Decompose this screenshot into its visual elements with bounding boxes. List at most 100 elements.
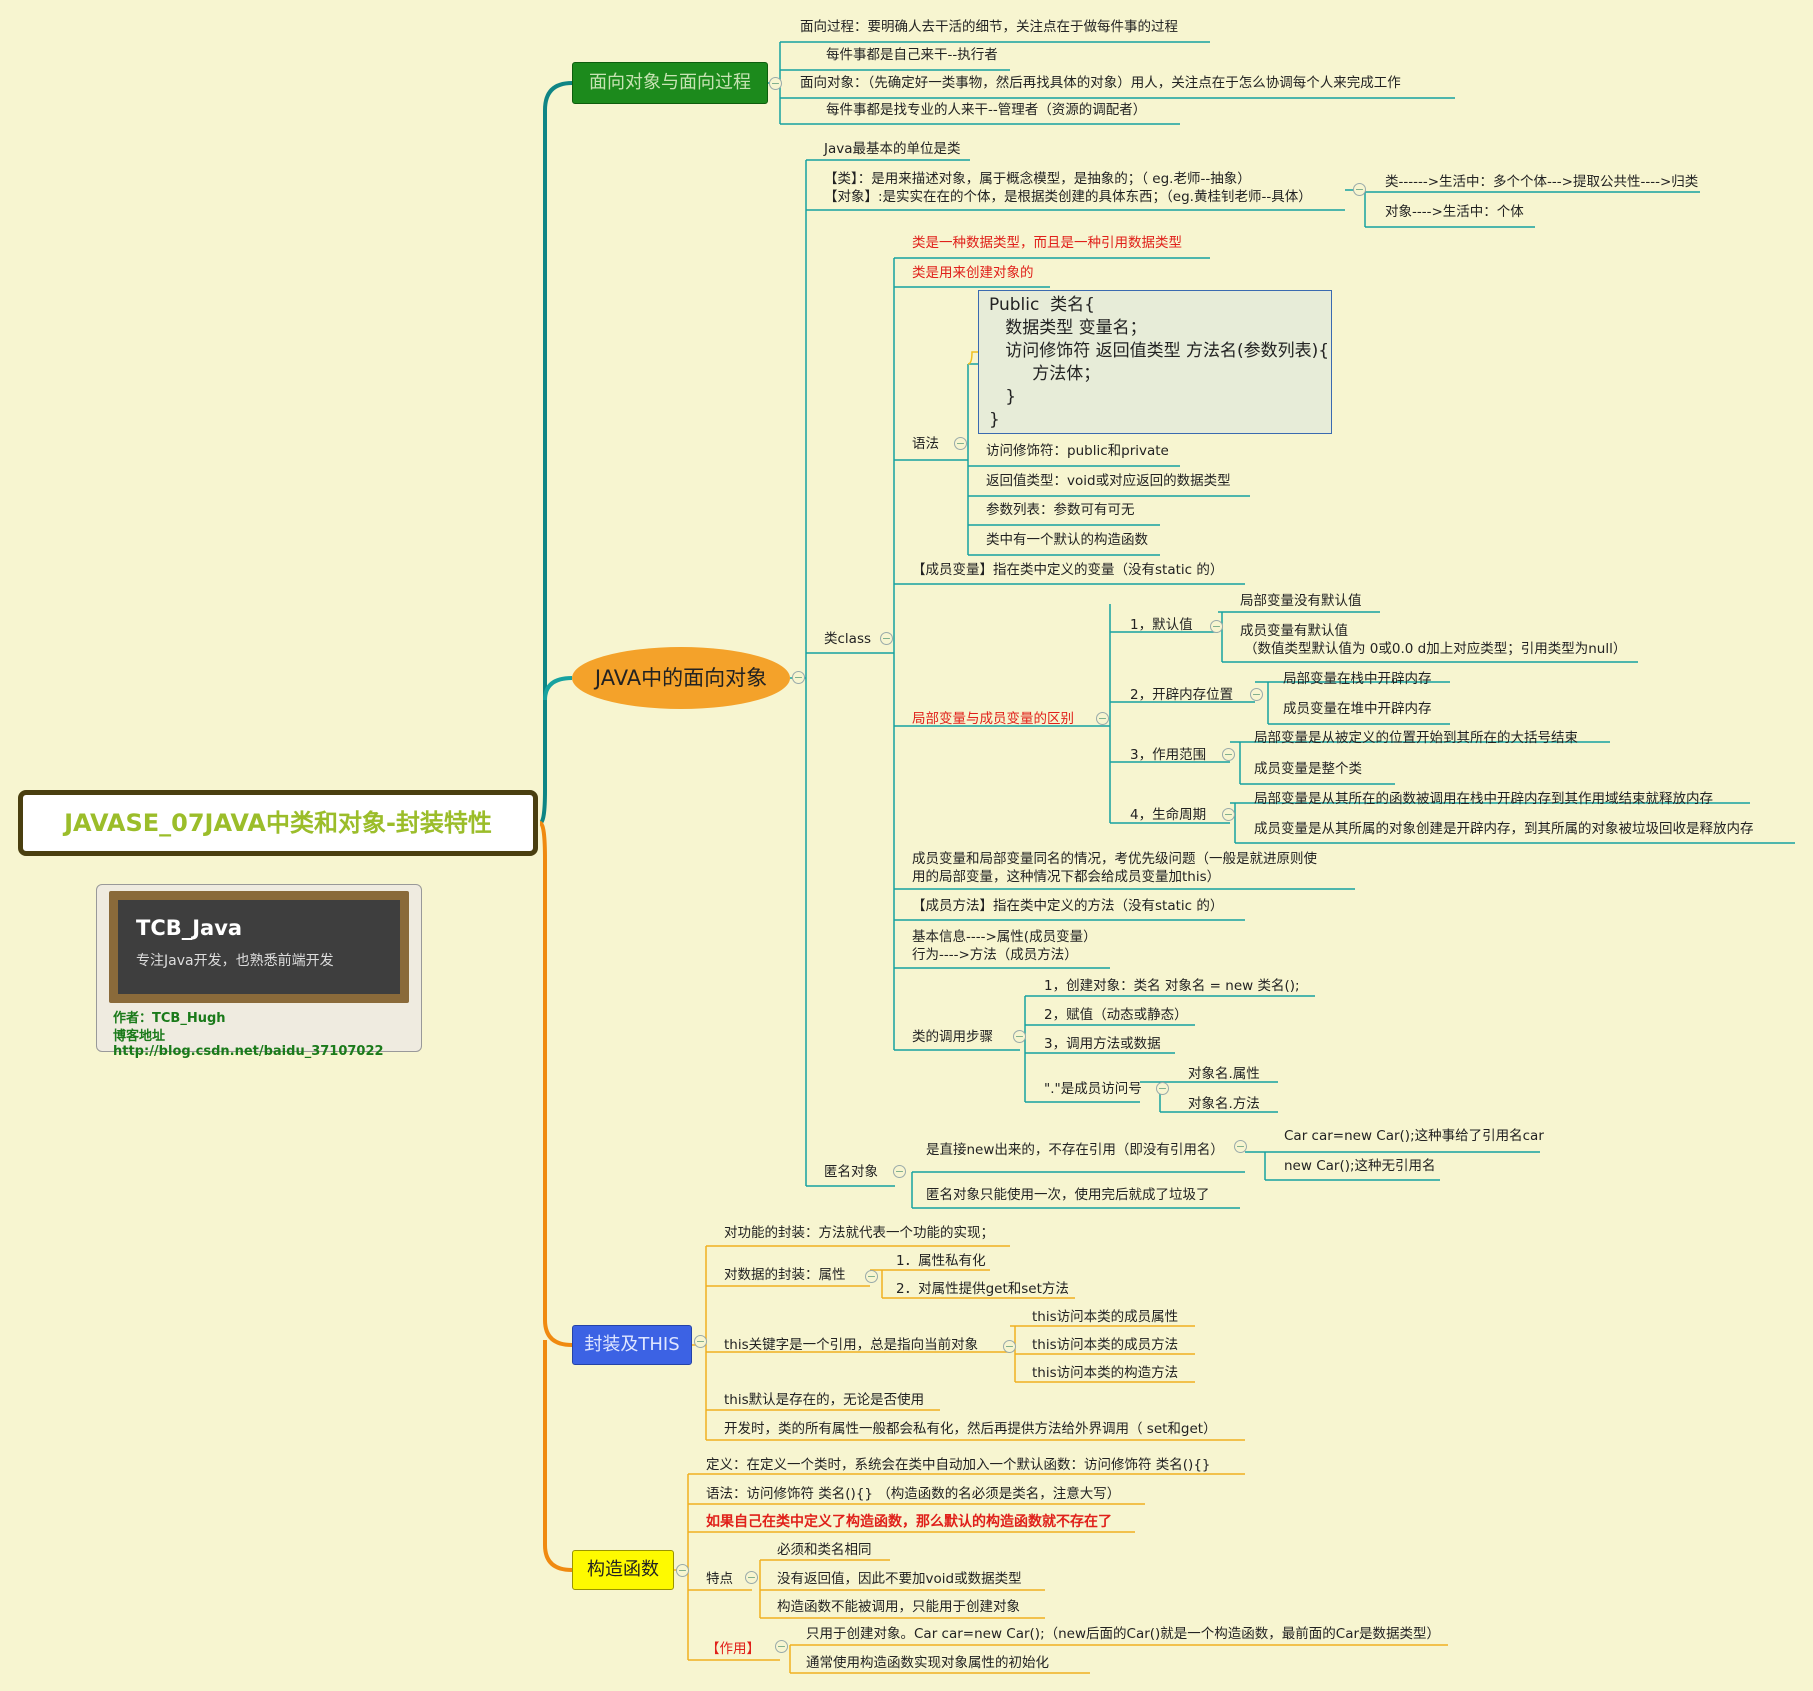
topic-member-heap[interactable]: 成员变量在堆中开辟内存 xyxy=(1283,701,1432,717)
topic-ctor-syntax[interactable]: 语法：访问修饰符 类名(){} （构造函数的名必须是类名，注意大写） xyxy=(706,1486,1121,1502)
topic-local-lifecycle[interactable]: 局部变量是从其所在的函数被调用在栈中开辟内存到其作用域结束就释放内存 xyxy=(1254,791,1713,807)
topic-data-encap[interactable]: 对数据的封装：属性 xyxy=(724,1267,846,1283)
collapse-toggle[interactable]: − xyxy=(880,632,893,645)
topic-same-name-1[interactable]: 成员变量和局部变量同名的情况，考优先级问题（一般是就进原则使 xyxy=(912,851,1317,867)
collapse-toggle[interactable]: − xyxy=(745,1571,758,1584)
topic-default-ctor[interactable]: 类中有一个默认的构造函数 xyxy=(986,532,1148,548)
topic-class[interactable]: 类class xyxy=(824,631,872,647)
topic-dot-operator[interactable]: "."是成员访问号 xyxy=(1044,1081,1142,1097)
collapse-toggle[interactable]: − xyxy=(1013,1030,1026,1043)
topic-access-mod[interactable]: 访问修饰符：public和private xyxy=(986,443,1169,459)
topic-default-value[interactable]: 1，默认值 xyxy=(1130,617,1193,633)
topic-class-def[interactable]: 【类】：是用来描述对象，属于概念模型，是抽象的；（ eg.老师--抽象） xyxy=(824,171,1251,187)
topic-ctor-use[interactable]: 【作用】 xyxy=(706,1641,760,1657)
syntax-to-code-brace xyxy=(967,351,978,365)
topic-class-life[interactable]: 类------>生活中：多个个体--->提取公共性---->归类 xyxy=(1385,174,1699,190)
topic-private-attr[interactable]: 1．属性私有化 xyxy=(896,1253,986,1269)
topic-ctor-warning[interactable]: 如果自己在类中定义了构造函数，那么默认的构造函数就不存在了 xyxy=(706,1514,1112,1530)
topic-basic-info-2[interactable]: 行为---->方法（成员方法） xyxy=(912,947,1078,963)
topic-ctor-feature[interactable]: 特点 xyxy=(706,1571,733,1587)
trunk-to-constructor xyxy=(543,1340,573,1572)
topic-member-method[interactable]: 【成员方法】指在类中定义的方法（没有static 的） xyxy=(912,898,1224,914)
topic-basic-unit[interactable]: Java最基本的单位是类 xyxy=(824,141,961,157)
topic-pop-sub[interactable]: 每件事都是自己来干--执行者 xyxy=(826,47,998,63)
branch-encapsulation[interactable]: 封装及THIS xyxy=(572,1325,692,1365)
topic-ctor-not-callable[interactable]: 构造函数不能被调用，只能用于创建对象 xyxy=(777,1599,1020,1615)
topic-member-var[interactable]: 【成员变量】指在类中定义的变量（没有static 的） xyxy=(912,562,1224,578)
collapse-toggle[interactable]: − xyxy=(1250,688,1263,701)
topic-basic-info-1[interactable]: 基本信息---->属性(成员变量） xyxy=(912,929,1097,945)
topic-params[interactable]: 参数列表：参数可有可无 xyxy=(986,502,1135,518)
branch-java-oop[interactable]: JAVA中的面向对象 xyxy=(572,647,790,709)
topic-ctor-def[interactable]: 定义：在定义一个类时，系统会在类中自动加入一个默认函数：访问修饰符 类名(){} xyxy=(706,1457,1211,1473)
topic-anon-new[interactable]: 是直接new出来的，不存在引用（即没有引用名） xyxy=(926,1142,1224,1158)
topic-local-scope[interactable]: 局部变量是从被定义的位置开始到其所在的大括号结束 xyxy=(1254,730,1578,746)
topic-this-attr[interactable]: this访问本类的成员属性 xyxy=(1032,1309,1179,1325)
topic-this-method[interactable]: this访问本类的成员方法 xyxy=(1032,1337,1179,1353)
topic-oop[interactable]: 面向对象：（先确定好一类事物，然后再找具体的对象）用人，关注点在于怎么协调每个人… xyxy=(800,75,1401,91)
topic-member-default[interactable]: 成员变量有默认值 xyxy=(1240,623,1348,639)
topic-this-ctor[interactable]: this访问本类的构造方法 xyxy=(1032,1365,1179,1381)
author-card: TCB_Java 专注Java开发，也熟悉前端开发 作者：TCB_Hugh 博客… xyxy=(96,884,422,1059)
topic-oop-sub[interactable]: 每件事都是找专业的人来干--管理者（资源的调配者） xyxy=(826,102,1147,118)
code-line: 方法体； xyxy=(989,364,1101,384)
collapse-toggle[interactable]: − xyxy=(1222,748,1235,761)
topic-step-call[interactable]: 3，调用方法或数据 xyxy=(1044,1036,1161,1052)
code-line: 访问修饰符 返回值类型 方法名(参数列表){ xyxy=(989,341,1330,361)
topic-diff[interactable]: 局部变量与成员变量的区别 xyxy=(912,711,1074,727)
collapse-toggle[interactable]: − xyxy=(676,1564,689,1577)
collapse-toggle[interactable]: − xyxy=(792,671,805,684)
topic-ctor-no-return[interactable]: 没有返回值，因此不要加void或数据类型 xyxy=(777,1571,1022,1587)
topic-this-default[interactable]: this默认是存在的，无论是否使用 xyxy=(724,1392,925,1408)
topic-get-set[interactable]: 2．对属性提供get和set方法 xyxy=(896,1281,1069,1297)
collapse-toggle[interactable]: − xyxy=(1096,712,1109,725)
collapse-toggle[interactable]: − xyxy=(1003,1340,1016,1353)
collapse-toggle[interactable]: − xyxy=(775,1640,788,1653)
collapse-toggle[interactable]: − xyxy=(1234,1140,1247,1153)
topic-step-create[interactable]: 1，创建对象：类名 对象名 = new 类名(); xyxy=(1044,978,1300,994)
topic-func-encap[interactable]: 对功能的封装：方法就代表一个功能的实现； xyxy=(724,1225,994,1241)
collapse-toggle[interactable]: − xyxy=(694,1335,707,1348)
topic-pop[interactable]: 面向过程：要明确人去干活的细节，关注点在于做每件事的过程 xyxy=(800,19,1178,35)
topic-local-no-default[interactable]: 局部变量没有默认值 xyxy=(1240,593,1362,609)
topic-ctor-init[interactable]: 通常使用构造函数实现对象属性的初始化 xyxy=(806,1655,1049,1671)
topic-return-type[interactable]: 返回值类型：void或对应返回的数据类型 xyxy=(986,473,1231,489)
topic-object-def[interactable]: 【对象】:是实实在在的个体，是根据类创建的具体东西；（eg.黄桂钊老师--具体） xyxy=(824,189,1312,205)
topic-member-default-note[interactable]: （数值类型默认值为 0或0.0 d加上对应类型；引用类型为null） xyxy=(1244,641,1627,657)
collapse-toggle[interactable]: − xyxy=(1222,808,1235,821)
branch-oop-vs-pop[interactable]: 面向对象与面向过程 xyxy=(572,62,768,104)
card-blog: 博客地址http://blog.csdn.net/baidu_37107022 xyxy=(113,1029,384,1059)
topic-dot-attr[interactable]: 对象名.属性 xyxy=(1188,1066,1260,1082)
topic-memory-location[interactable]: 2，开辟内存位置 xyxy=(1130,687,1234,703)
collapse-toggle[interactable]: − xyxy=(954,437,967,450)
topic-step-assign[interactable]: 2，赋值（动态或静态） xyxy=(1044,1007,1188,1023)
topic-same-name-2[interactable]: 用的局部变量，这种情况下都会给成员变量加this） xyxy=(912,869,1221,885)
topic-scope[interactable]: 3，作用范围 xyxy=(1130,747,1207,763)
topic-create-obj[interactable]: 类是用来创建对象的 xyxy=(912,265,1034,281)
collapse-toggle[interactable]: − xyxy=(1353,183,1366,196)
topic-data-type[interactable]: 类是一种数据类型，而且是一种引用数据类型 xyxy=(912,235,1182,251)
topic-anon[interactable]: 匿名对象 xyxy=(824,1164,878,1180)
collapse-toggle[interactable]: − xyxy=(865,1270,878,1283)
topic-member-scope[interactable]: 成员变量是整个类 xyxy=(1254,761,1362,777)
topic-anon-with-ref[interactable]: Car car=new Car();这种事给了引用名car xyxy=(1284,1128,1544,1144)
topic-dot-method[interactable]: 对象名.方法 xyxy=(1188,1096,1260,1112)
collapse-toggle[interactable]: − xyxy=(893,1165,906,1178)
topic-object-life[interactable]: 对象---->生活中：个体 xyxy=(1385,204,1524,220)
topic-syntax[interactable]: 语法 xyxy=(912,436,939,452)
topic-dev-private[interactable]: 开发时，类的所有属性一般都会私有化，然后再提供方法给外界调用（ set和get） xyxy=(724,1421,1217,1437)
topic-local-stack[interactable]: 局部变量在栈中开辟内存 xyxy=(1283,671,1432,687)
topic-anon-once[interactable]: 匿名对象只能使用一次，使用完后就成了垃圾了 xyxy=(926,1187,1210,1203)
collapse-toggle[interactable]: − xyxy=(1156,1082,1169,1095)
collapse-toggle[interactable]: − xyxy=(1210,620,1223,633)
topic-ctor-create-only[interactable]: 只用于创建对象。Car car=new Car();（new后面的Car()就是… xyxy=(806,1626,1441,1642)
topic-lifecycle[interactable]: 4，生命周期 xyxy=(1130,807,1207,823)
topic-this-ref[interactable]: this关键字是一个引用，总是指向当前对象 xyxy=(724,1337,979,1353)
topic-anon-no-ref[interactable]: new Car();这种无引用名 xyxy=(1284,1158,1436,1174)
topic-call-steps[interactable]: 类的调用步骤 xyxy=(912,1029,993,1045)
topic-member-lifecycle[interactable]: 成员变量是从其所属的对象创建是开辟内存，到其所属的对象被垃圾回收是释放内存 xyxy=(1254,821,1754,837)
root-title[interactable]: JAVASE_07JAVA中类和对象-封装特性 xyxy=(18,790,538,856)
branch-constructor[interactable]: 构造函数 xyxy=(572,1550,674,1590)
topic-ctor-same-name[interactable]: 必须和类名相同 xyxy=(777,1542,872,1558)
collapse-toggle[interactable]: − xyxy=(769,77,782,90)
